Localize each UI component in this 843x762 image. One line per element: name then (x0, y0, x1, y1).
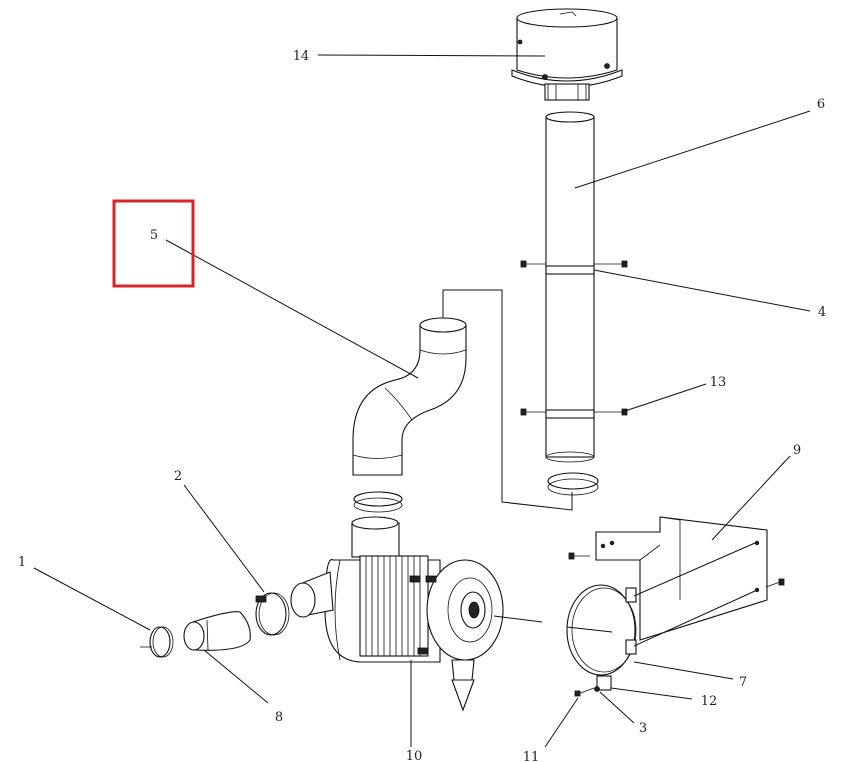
part-9-mounting-bracket (568, 516, 785, 641)
part-8-reducer-hose (183, 611, 251, 651)
callout-12: 12 (701, 694, 718, 709)
part-6-intake-pipe (520, 111, 628, 463)
callout-14: 14 (293, 49, 310, 64)
callout-10: 10 (406, 749, 423, 762)
part-14-precleaner-cap (511, 8, 623, 101)
callout-4: 4 (818, 305, 826, 320)
callout-6: 6 (817, 97, 825, 112)
callout-5: 5 (150, 228, 158, 243)
part-11-bolt (574, 687, 595, 697)
part-7-mounting-band (566, 584, 637, 691)
callout-7: 7 (739, 675, 747, 690)
part-3-washer (594, 686, 600, 692)
highlight-box (112, 199, 195, 288)
part-10-air-cleaner-body (290, 516, 504, 712)
part-1-small-clamp (140, 626, 174, 658)
part-2-clamp (255, 592, 290, 636)
body-rib-pattern (365, 556, 421, 656)
callout-3: 3 (639, 721, 647, 736)
callout-1: 1 (18, 555, 26, 570)
callout-labels: 14 6 4 5 13 9 2 1 8 10 7 12 3 11 (18, 49, 826, 762)
part-5-s-bend-elbow (352, 317, 467, 476)
callout-2: 2 (174, 469, 182, 484)
leader-lines (33, 54, 811, 748)
pipe-bottom-ring (547, 472, 599, 496)
callout-11: 11 (523, 750, 540, 762)
callout-13: 13 (710, 375, 727, 390)
assembly-path-line (442, 289, 573, 511)
callout-9: 9 (793, 443, 801, 458)
s-bend-bottom-ring (353, 491, 403, 513)
callout-8: 8 (275, 710, 283, 725)
